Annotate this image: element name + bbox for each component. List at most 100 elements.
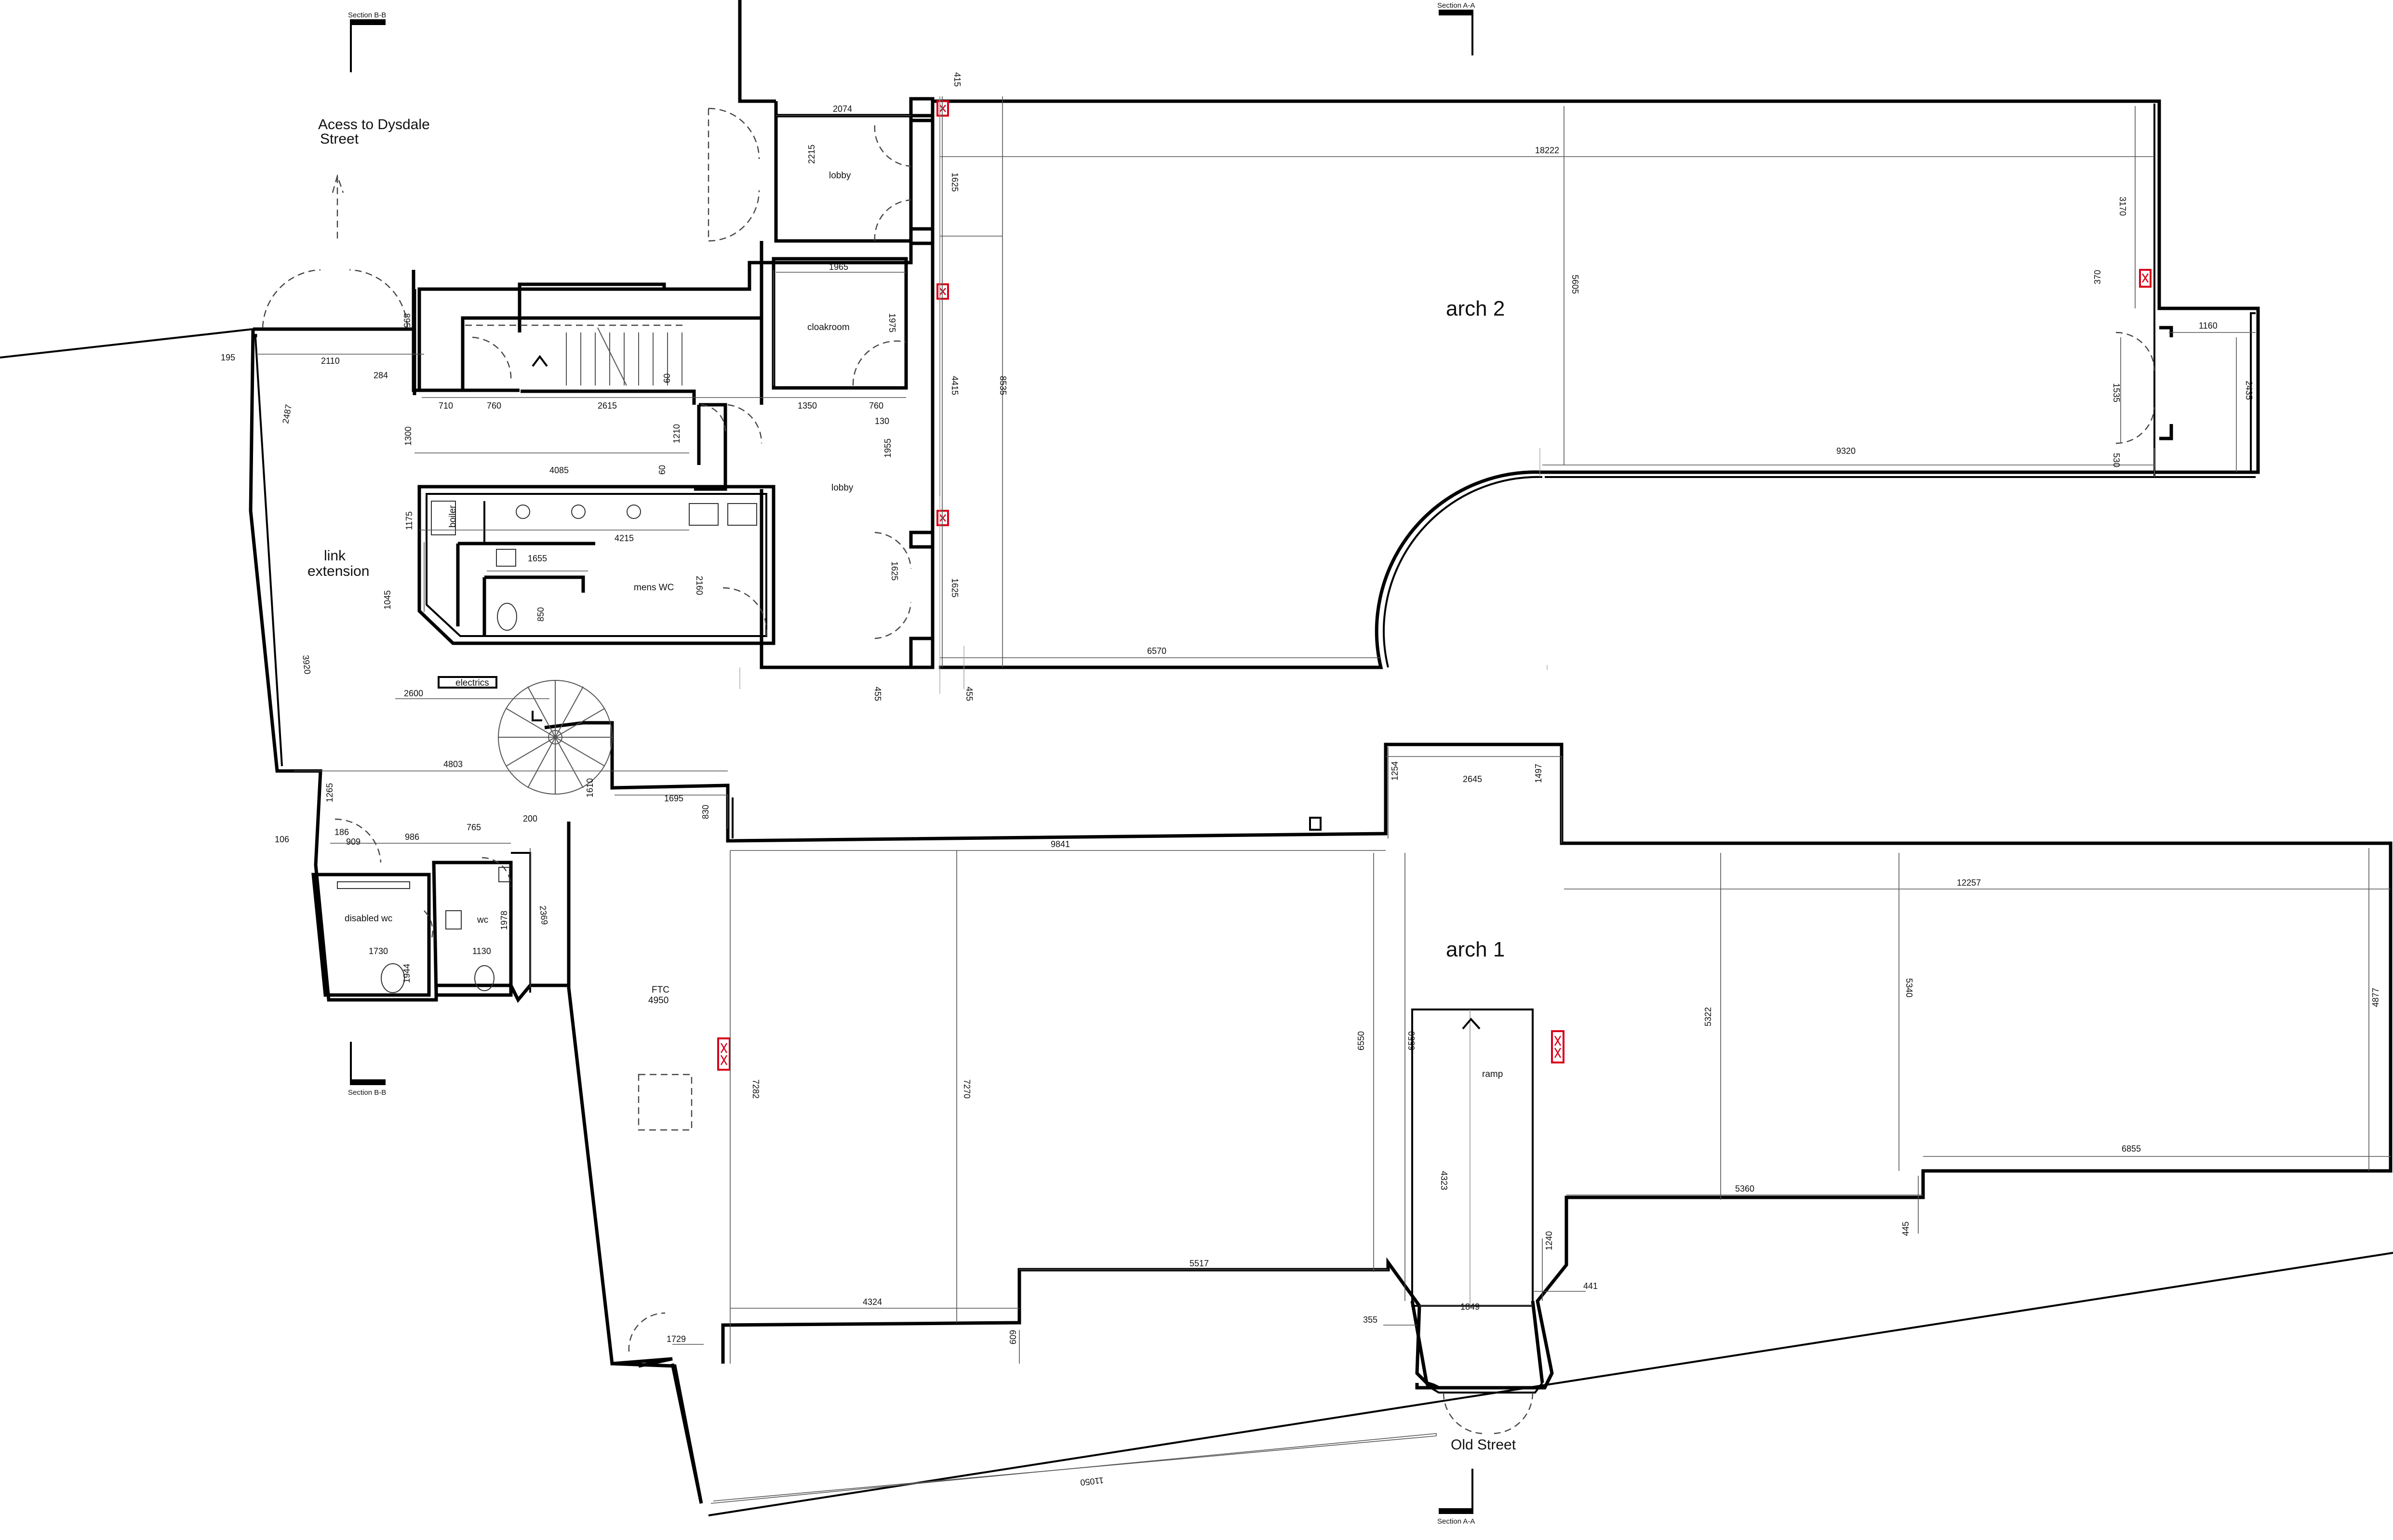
link-extension-label-line1: link (324, 548, 346, 564)
east-wall-pair (909, 106, 935, 641)
section-bb-bottom-label: Section B-B (348, 1089, 386, 1097)
dim-value: 1655 (528, 554, 547, 563)
dim-value: 130 (875, 416, 889, 426)
doors (262, 107, 2155, 1434)
mens-wc-inner (426, 493, 767, 637)
arch1-outer-wall (544, 721, 2393, 1504)
dim-value: 1695 (664, 794, 683, 803)
dim-value: 370 (2093, 270, 2102, 284)
dim-value: 4215 (615, 533, 634, 543)
dim-value: 2215 (807, 145, 816, 164)
site-boundary-northwest (0, 328, 254, 358)
access-label-line1: Acess to Dysdale (318, 117, 430, 133)
link-east-wall (412, 270, 419, 392)
access-label-line2: Street (320, 131, 359, 147)
dim-value: 445 (1901, 1221, 1911, 1236)
electrics-cupboard (438, 676, 497, 689)
mens-wc-wall (417, 485, 775, 645)
pier-low (909, 531, 935, 549)
dim-value: 760 (869, 401, 883, 411)
dim-value: 455 (964, 687, 974, 701)
site-boundary-south (708, 1252, 2393, 1516)
entrance-threshold (1415, 1383, 1545, 1390)
dimension-lines (258, 96, 2391, 1504)
dim-value: 1350 (798, 401, 817, 411)
dim-value: 1955 (883, 438, 893, 458)
ramp-outline (1411, 1009, 1534, 1307)
dim-value: 1730 (369, 946, 388, 956)
dim-value: 1130 (472, 946, 491, 956)
pier-mid (909, 227, 935, 245)
dim-value: 1978 (499, 911, 509, 930)
pier-marker (1309, 817, 1322, 831)
dimension-values: 2074 415 2215 1625 18222 3170 1965 1975 … (221, 72, 2380, 1487)
dim-value: 60 (662, 373, 672, 383)
ftc-area (638, 1074, 693, 1131)
dim-value: 895 (402, 313, 412, 328)
dim-value: 2369 (538, 905, 549, 925)
fire-exit-sign-icon (2139, 269, 2152, 288)
dim-value: 2160 (695, 576, 704, 595)
fire-exit-sign-icon (936, 283, 949, 300)
dim-value: 1625 (950, 173, 960, 192)
section-marker-bb-top: Section B-B (348, 11, 386, 72)
fire-exit-sign-icon (717, 1037, 731, 1071)
dim-value: 1045 (383, 590, 392, 610)
dim-value: 415 (952, 72, 962, 87)
fire-exit-sign-icon (936, 100, 949, 117)
dim-value: 4803 (443, 759, 463, 769)
dim-value: 2615 (598, 401, 617, 411)
dim-value: 4877 (2371, 988, 2380, 1007)
dim-value: 1265 (325, 783, 334, 802)
section-marker-aa-top: Section A-A (1437, 1, 1475, 55)
dim-value: 1535 (2112, 383, 2121, 402)
dim-value: 1849 (1460, 1302, 1480, 1312)
dim-value: 2487 (281, 404, 294, 425)
section-marker-aa-bottom: Section A-A (1437, 1469, 1475, 1526)
dim-value: 6570 (1147, 646, 1166, 656)
pier-bottom (909, 637, 935, 669)
old-street-label: Old Street (1451, 1437, 1516, 1453)
dim-value: 5322 (1703, 1007, 1713, 1026)
straight-stair (465, 324, 684, 386)
direction-arrow-icon (532, 355, 548, 367)
dim-value: 355 (1363, 1315, 1377, 1325)
dim-value: 106 (275, 835, 289, 844)
section-bb-top-label: Section B-B (348, 11, 386, 19)
dim-value: 1729 (667, 1334, 686, 1344)
dim-value: 5517 (1190, 1259, 1209, 1268)
lobby-top-label: lobby (829, 171, 851, 181)
extension-lines (739, 96, 2155, 694)
dim-value: 3920 (301, 654, 312, 675)
section-aa-bottom-label: Section A-A (1437, 1517, 1475, 1526)
arch2-right-jamb (2159, 326, 2173, 440)
mens-wc-partitions (456, 542, 595, 636)
ramp-label: ramp (1482, 1069, 1503, 1079)
dim-value: 18222 (1535, 146, 1559, 155)
dim-value: 441 (1583, 1281, 1598, 1291)
section-aa-top-label: Section A-A (1437, 1, 1475, 10)
dim-value: 5605 (1570, 275, 1580, 294)
dim-value: 760 (487, 401, 501, 411)
dim-value: 12257 (1957, 878, 1981, 888)
entrance-walls (1410, 1301, 1544, 1383)
dim-value: 200 (523, 814, 537, 823)
dim-value: 6855 (2122, 1144, 2141, 1154)
dim-value: 9841 (1051, 839, 1070, 849)
dim-value: 1625 (950, 578, 960, 597)
link-top-wall (254, 289, 416, 395)
spiral-stair (498, 680, 613, 795)
dim-value: 765 (467, 823, 481, 832)
arch1-label: arch 1 (1446, 938, 1505, 961)
wc-label: wc (477, 915, 488, 925)
dim-value: 1497 (1534, 764, 1543, 783)
dim-value: 11050 (1080, 1475, 1104, 1487)
dim-value: 7282 (751, 1079, 761, 1099)
dim-value: 1300 (403, 426, 413, 446)
sanitary-fixtures (337, 501, 757, 993)
dim-value: 1254 (1390, 761, 1400, 781)
dim-value: 6550 (1407, 1031, 1417, 1050)
dim-value: 1160 (2199, 321, 2218, 331)
stair-enclosure (461, 318, 696, 405)
